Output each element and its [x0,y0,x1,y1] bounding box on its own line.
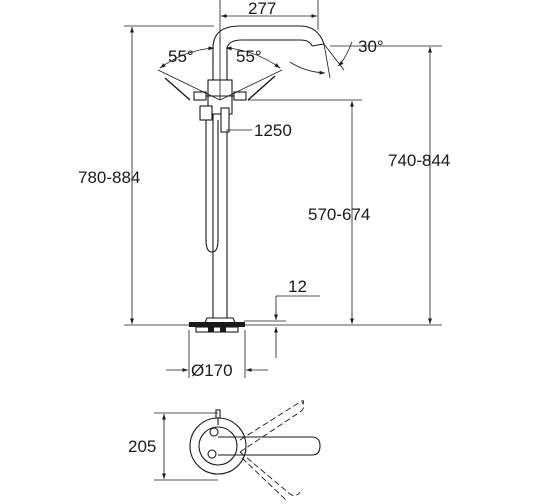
dim-total-height [124,25,214,324]
dim-handle-height-label: 570-674 [308,205,370,224]
dim-floor-offset-label: 12 [288,277,307,296]
dim-spout-height [330,45,442,324]
dim-plan-depth-label: 205 [128,437,156,456]
faucet-elevation [164,25,325,333]
dim-spout-reach-label: 277 [248,0,276,18]
dim-base-diameter-label: Ø170 [191,361,233,380]
dim-plan-depth [154,412,218,481]
dim-total-height-label: 780-884 [78,168,140,187]
dim-spout-angle [289,41,353,79]
dim-angle-right-label: 55° [236,47,262,66]
dim-angle-left-label: 55° [168,47,194,66]
dim-floor-offset [244,295,320,358]
plan-view [189,400,321,501]
dim-spout-height-label: 740-844 [388,151,450,170]
dim-handle-angles [157,38,283,101]
dim-handle-height [248,99,362,324]
dim-hose-label: 1250 [254,121,292,140]
dim-spout-angle-label: 30° [358,37,384,56]
dim-base-diameter [166,330,268,378]
dim-spout-reach [219,0,319,44]
